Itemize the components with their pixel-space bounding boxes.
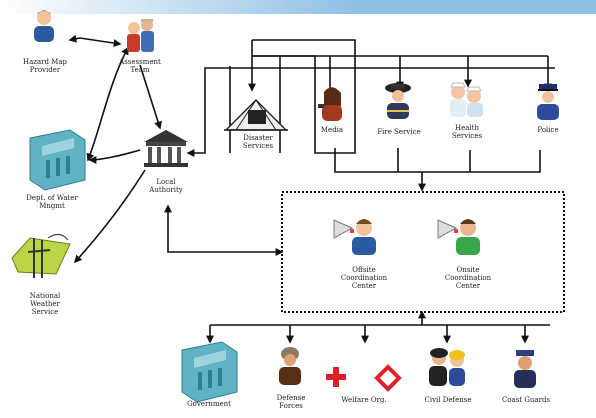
fire-service-label: Fire Service xyxy=(377,128,421,136)
officer-icon xyxy=(514,350,536,388)
civil-defense-label: Civil Defense xyxy=(424,396,472,404)
weather-sign-icon xyxy=(11,234,71,278)
coordination-box xyxy=(281,191,565,313)
link-authority-weather xyxy=(73,169,146,264)
helmet-people-icon xyxy=(429,348,465,386)
megaphone-person-icon xyxy=(333,219,376,255)
welfare-org-label: Welfare Org. xyxy=(341,396,387,404)
link-authority-water xyxy=(88,149,141,164)
soldier-icon xyxy=(279,347,301,385)
red-cross-crescent-icon xyxy=(326,364,402,392)
firefighter-icon xyxy=(385,83,411,119)
dept-water-label: Dept. of Water Mngmt xyxy=(26,194,78,210)
top-banner xyxy=(0,0,596,14)
building-icon xyxy=(29,129,86,191)
link-authority-services xyxy=(186,67,555,157)
police-label: Police xyxy=(537,126,559,134)
health-services-label: Health Services xyxy=(451,124,483,140)
hazard-map-provider-label: Hazard Map Provider xyxy=(22,58,67,74)
local-authority-label: Local Authority xyxy=(149,178,183,194)
government-label: Government xyxy=(187,400,231,408)
offsite-center-label: Offsite Coordination Center xyxy=(340,266,388,290)
police-icon xyxy=(537,84,559,120)
coast-guards-label: Coast Guards xyxy=(501,396,551,404)
person-icon xyxy=(34,10,54,42)
building-icon xyxy=(181,341,238,403)
bank-icon xyxy=(144,130,188,167)
link-assessment-water xyxy=(86,46,129,162)
tent-icon xyxy=(224,99,288,131)
onsite-center-label: Onsite Coordination Center xyxy=(444,266,492,290)
link-services-centers xyxy=(334,148,541,173)
team-icon xyxy=(127,19,154,52)
link-authority-centers xyxy=(164,204,284,256)
link-hazard-assessment xyxy=(68,34,122,48)
defense-forces-label: Defense Forces xyxy=(276,394,306,410)
link-assessment-authority xyxy=(139,64,162,130)
assessment-team-label: Assessment Team xyxy=(119,58,161,74)
disaster-services-label: Disaster Services xyxy=(242,134,274,150)
megaphone-person-icon xyxy=(437,219,480,255)
media-label: Media xyxy=(320,126,344,134)
national-weather-label: National Weather Service xyxy=(29,292,61,316)
nurse-icon xyxy=(450,82,483,117)
reporter-icon xyxy=(318,87,342,121)
